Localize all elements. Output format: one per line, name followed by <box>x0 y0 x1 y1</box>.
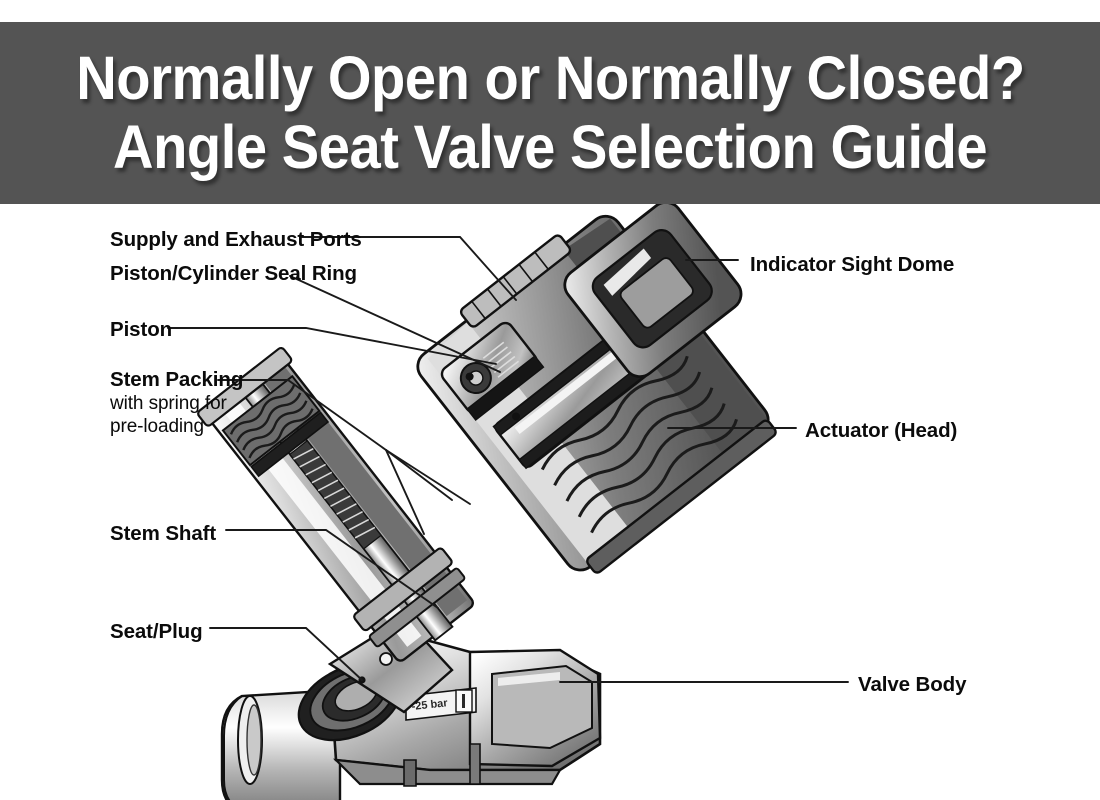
body-center-rib <box>469 743 481 785</box>
port-a-threads <box>482 341 520 378</box>
callout-supply-exhaust-ports: Supply and Exhaust Ports <box>110 228 362 252</box>
actuator-cap-ribs <box>471 251 549 320</box>
valve-diagram: -25 bar <box>0 204 1100 800</box>
callout-seat-plug: Seat/Plug <box>110 620 203 644</box>
inlet-bore-inner <box>246 704 262 776</box>
piston-leader-dot <box>512 412 521 421</box>
stem-assembly <box>197 346 474 662</box>
leader-piston-cylinder-seal-ring <box>289 275 501 373</box>
leader-lines <box>167 236 849 683</box>
callout-actuator-head-title: Actuator (Head) <box>805 419 958 442</box>
body-outlet-highlight <box>498 672 560 686</box>
callout-piston-title: Piston <box>110 318 173 341</box>
callout-piston-cylinder-seal-ring: Piston/Cylinder Seal Ring <box>110 262 357 286</box>
callout-seat-plug-title: Seat/Plug <box>110 620 203 643</box>
leader-stem-shaft <box>225 529 439 609</box>
leader-seat-plug <box>209 627 363 681</box>
actuator-top-cap <box>459 234 572 328</box>
callout-actuator-head: Actuator (Head) <box>805 419 957 443</box>
body-marking: -25 bar <box>405 687 477 721</box>
packing-seal <box>250 411 330 478</box>
valve-illustration: -25 bar <box>167 204 849 800</box>
indicator-sight-dome-group <box>563 204 743 378</box>
leader-piston <box>167 327 497 365</box>
sight-dome-indicator <box>619 257 694 329</box>
stem-threads <box>288 439 382 550</box>
body-web-rib <box>403 759 417 787</box>
leader-stem-packing-b2 <box>385 449 425 535</box>
packing-spring <box>229 384 314 459</box>
callout-supply-exhaust-ports-title: Supply and Exhaust Ports <box>110 228 362 251</box>
leader-supply-exhaust-ports <box>301 236 517 301</box>
leader-stem-packing-trunk <box>217 379 387 451</box>
callout-indicator-sight-dome: Indicator Sight Dome <box>750 253 954 277</box>
sight-dome-glint <box>603 248 652 296</box>
stem-packing-group <box>221 374 330 478</box>
actuator-spring <box>540 355 738 534</box>
stem-collar-lower2 <box>368 567 466 648</box>
callout-valve-body: Valve Body <box>858 673 966 697</box>
callout-piston-cylinder-seal-ring-title: Piston/Cylinder Seal Ring <box>110 262 357 285</box>
inlet-pipe-rim <box>223 695 243 800</box>
body-marking-text: -25 bar <box>411 697 449 713</box>
body-marking-tick <box>462 694 465 708</box>
callout-valve-body-title: Valve Body <box>858 673 967 696</box>
callout-stem-shaft-title: Stem Shaft <box>110 522 217 545</box>
callout-stem-packing-sub: with spring for pre-loading <box>110 393 227 438</box>
plug-port-hole <box>379 652 393 666</box>
valve-assembly: -25 bar <box>167 204 849 800</box>
callout-indicator-sight-dome-title: Indicator Sight Dome <box>750 253 955 276</box>
leader-stem-packing-b3 <box>385 449 471 505</box>
leader-stem-packing-b1 <box>385 449 453 501</box>
title-line-2: Angle Seat Valve Selection Guide <box>112 113 988 181</box>
port-b-slot <box>466 355 545 422</box>
callout-stem-packing: Stem Packing with spring for pre-loading <box>110 368 243 439</box>
actuator-bottom-flange <box>586 419 777 574</box>
stem-collar-lower <box>353 547 453 632</box>
title-banner: Normally Open or Normally Closed? Angle … <box>0 22 1100 204</box>
callout-stem-packing-title: Stem Packing <box>110 368 244 391</box>
body-outlet-face <box>491 664 593 750</box>
callout-piston: Piston <box>110 318 172 342</box>
callout-stem-shaft: Stem Shaft <box>110 522 216 546</box>
title-line-1: Normally Open or Normally Closed? <box>75 44 1025 113</box>
supply-port-leader-dot <box>465 372 474 381</box>
